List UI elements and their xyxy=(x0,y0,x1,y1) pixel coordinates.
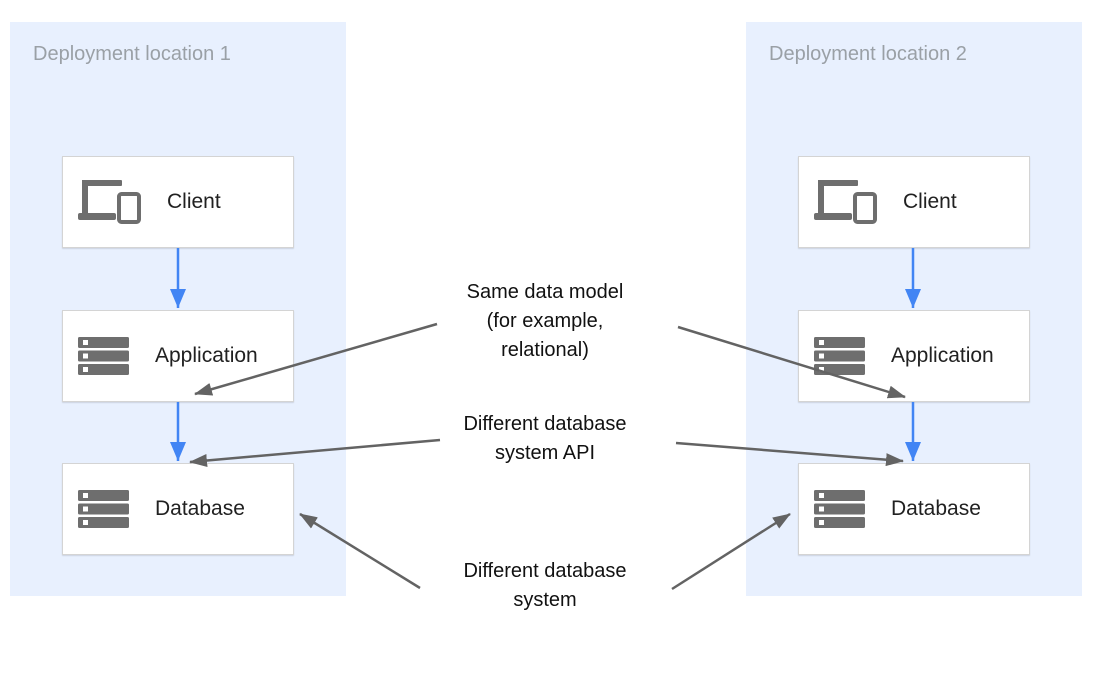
server-stack-icon xyxy=(78,490,129,528)
client-devices-icon xyxy=(78,180,141,224)
client-box: Client xyxy=(798,156,1030,248)
box-label: Application xyxy=(891,344,994,367)
box-label: Client xyxy=(167,190,221,213)
box-label: Application xyxy=(155,344,258,367)
server-stack-icon xyxy=(814,490,865,528)
database-box: Database xyxy=(798,463,1030,555)
annotation-different-database-system: Different database system xyxy=(463,560,627,611)
box-label: Database xyxy=(155,497,245,520)
database-box: Database xyxy=(62,463,294,555)
panel-title: Deployment location 1 xyxy=(33,43,231,65)
application-box: Application xyxy=(62,310,294,402)
panel-title: Deployment location 2 xyxy=(769,43,967,65)
application-box: Application xyxy=(798,310,1030,402)
deployment-location-1-panel: Deployment location 1 Client xyxy=(10,22,346,596)
client-devices-icon xyxy=(814,180,877,224)
annotation-same-data-model: Same data model (for example, relational… xyxy=(466,281,624,361)
server-stack-icon xyxy=(78,337,129,375)
deployment-location-2-panel: Deployment location 2 Client xyxy=(746,22,1082,596)
annotation-different-database-system-api: Different database system API xyxy=(463,413,627,464)
box-label: Database xyxy=(891,497,981,520)
server-stack-icon xyxy=(814,337,865,375)
client-box: Client xyxy=(62,156,294,248)
box-label: Client xyxy=(903,190,957,213)
